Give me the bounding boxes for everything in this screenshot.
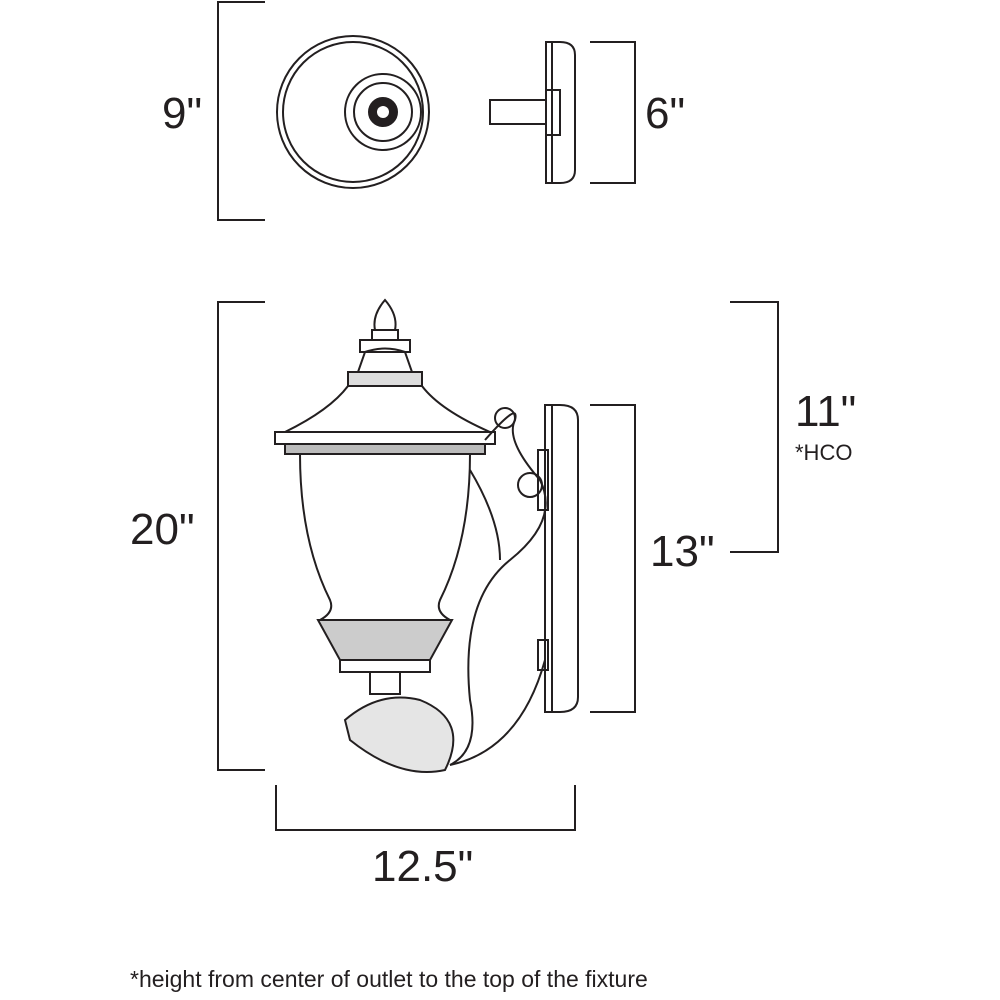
dimension-label-9in: 9" [162,89,203,138]
dimension-bracket-13in [590,404,636,713]
dimension-label-11in: 11" [795,387,857,436]
dimension-bracket-11in [730,301,779,553]
dimension-label-13in: 13" [650,527,715,576]
side-view-canopy [489,41,576,184]
footnote: *height from center of outlet to the top… [130,966,648,992]
lantern-side-view [274,298,579,773]
top-view-canopy [276,35,430,189]
dimension-label-12-5in: 12.5" [372,842,474,891]
hco-label: *HCO [795,440,853,465]
dimension-bracket-12-5in [275,785,576,831]
dimension-label-20in: 20" [130,505,195,554]
dimension-bracket-6in [590,41,636,184]
dimension-label-6in: 6" [645,89,686,138]
dimension-bracket-20in [217,301,265,771]
dimension-bracket-9in [217,1,265,221]
